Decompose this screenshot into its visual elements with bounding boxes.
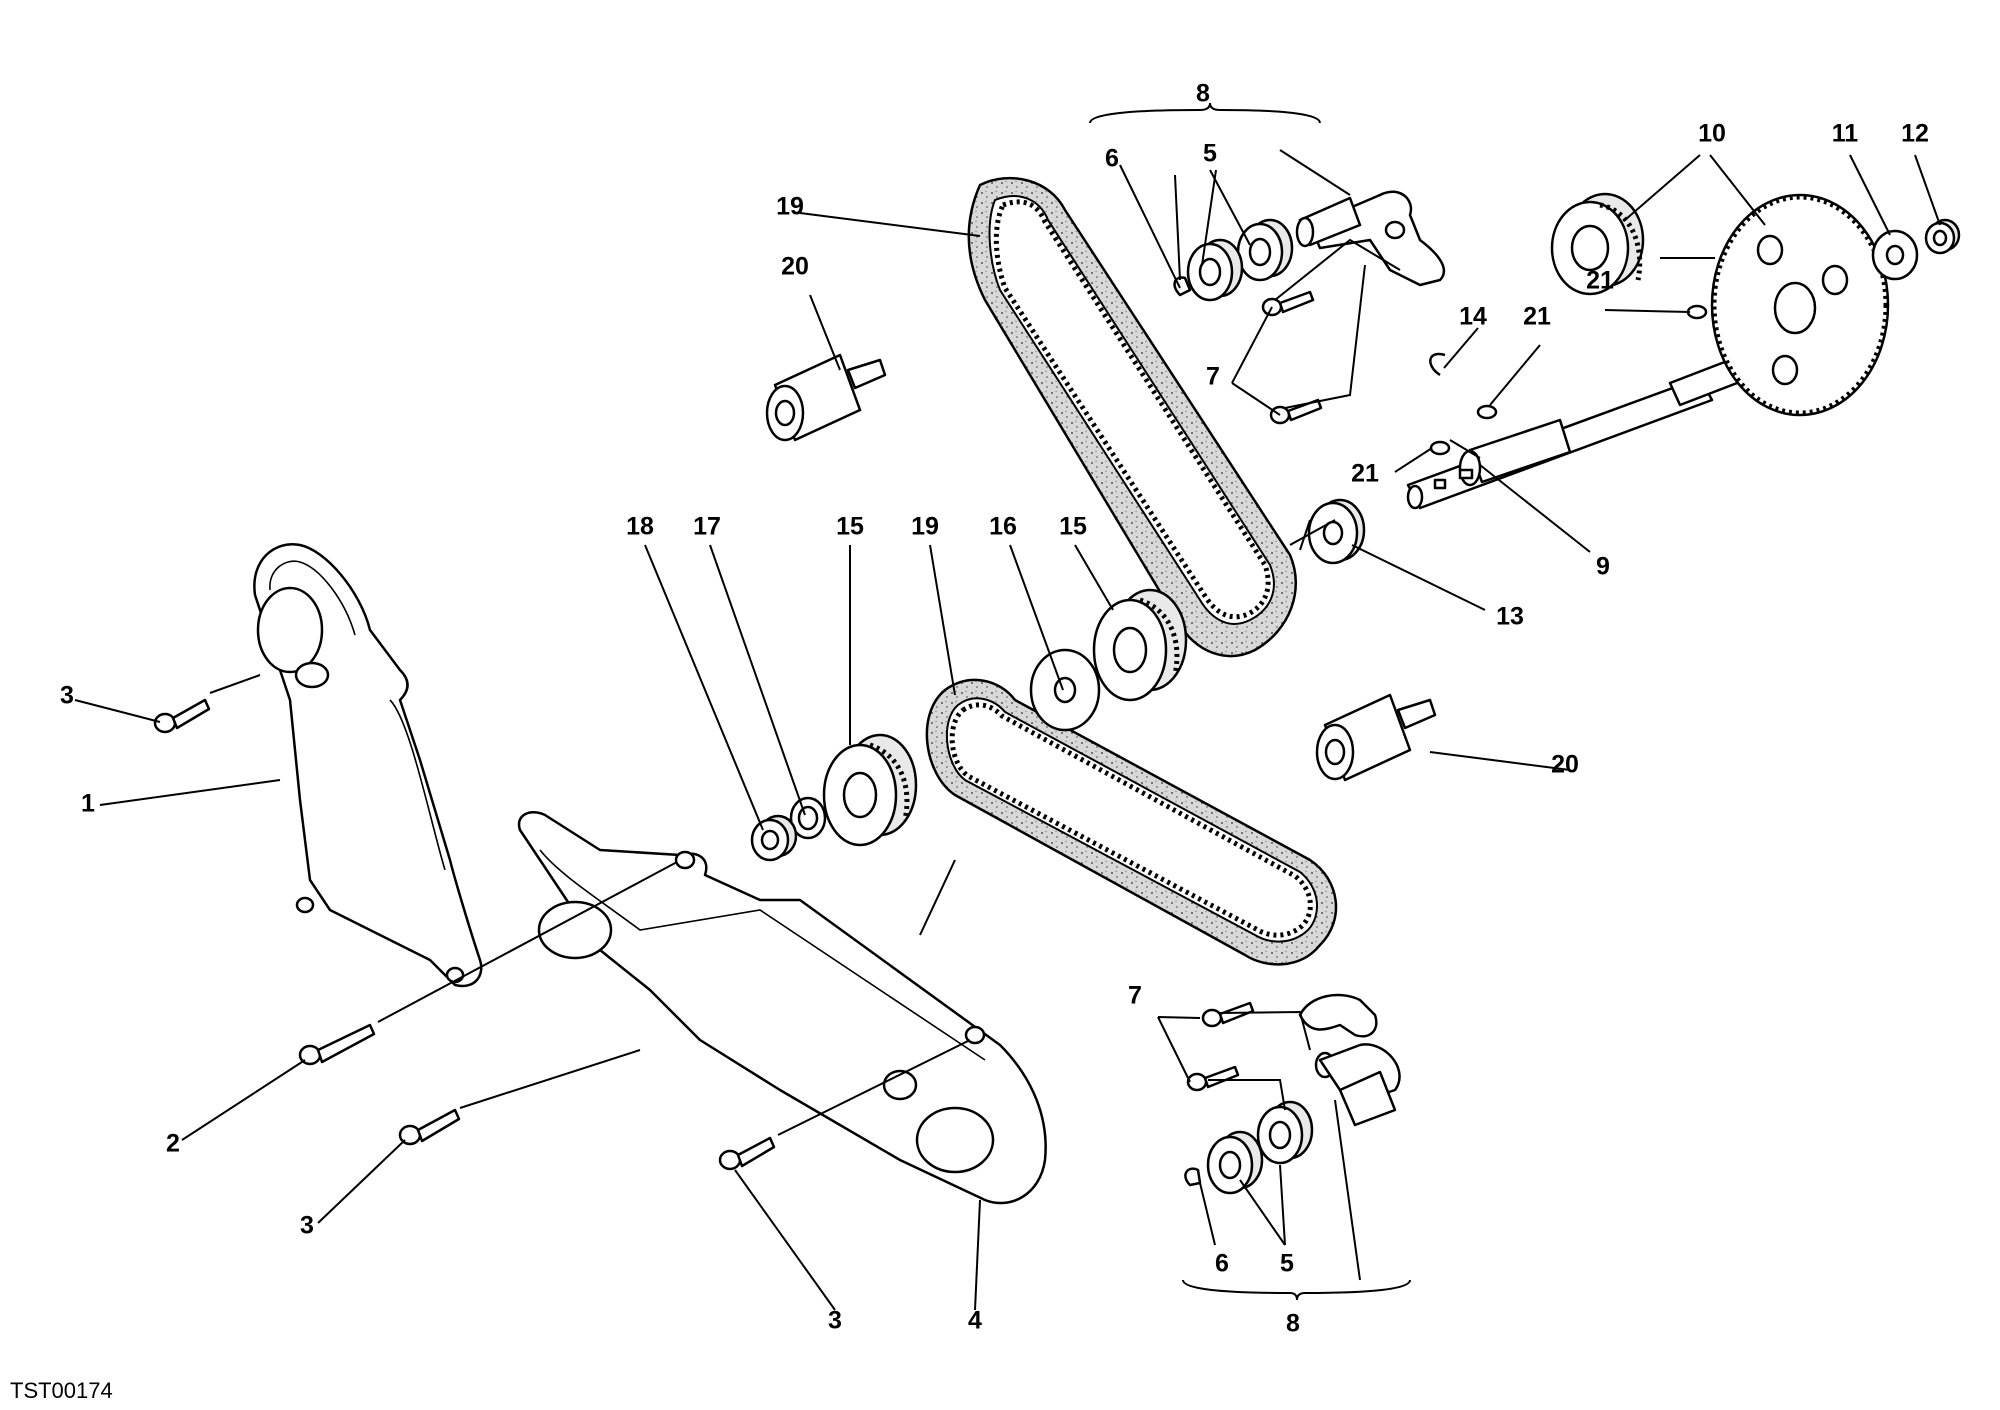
label-3-lower-left: 3: [300, 1212, 314, 1240]
washer-13: [1307, 498, 1366, 565]
bolt-3-bottom: [718, 1136, 776, 1171]
bolt-3-lower-left: [398, 1108, 461, 1146]
label-14: 14: [1459, 303, 1487, 331]
label-6-top: 6: [1105, 145, 1119, 173]
label-15-right: 15: [1059, 513, 1087, 541]
bolt-3-left: [153, 698, 211, 734]
label-2: 2: [166, 1130, 180, 1158]
label-21-right: 21: [1586, 267, 1614, 295]
label-7-bottom: 7: [1128, 982, 1142, 1010]
label-5-bottom: 5: [1280, 1250, 1294, 1278]
label-21-middle: 21: [1523, 303, 1551, 331]
label-3-left: 3: [60, 682, 74, 710]
pulley-15-lower: [822, 733, 918, 847]
spacer-20-upper: [765, 353, 887, 442]
gear-10-small: [1550, 192, 1645, 296]
nut-12: [1924, 218, 1961, 255]
pulley-15-upper: [1092, 588, 1188, 702]
label-19-top: 19: [776, 193, 804, 221]
upper-timing-belt: [967, 176, 1298, 658]
lower-timing-belt: [925, 678, 1338, 966]
drawing-code: TST00174: [10, 1378, 113, 1403]
label-10: 10: [1698, 120, 1726, 148]
label-8-top: 8: [1196, 80, 1210, 108]
label-1: 1: [81, 790, 95, 818]
nut-18: [750, 814, 798, 862]
keys-21: [1429, 304, 1708, 456]
belt-cover-lower: [517, 811, 1047, 1205]
label-7-top: 7: [1206, 363, 1220, 391]
washer-11: [1871, 229, 1919, 281]
belt-cover-upper: [253, 542, 483, 988]
label-20-top: 20: [781, 253, 809, 281]
circlip-14: [1429, 352, 1446, 377]
label-8-bottom: 8: [1286, 1310, 1300, 1338]
label-17: 17: [693, 513, 721, 541]
label-16: 16: [989, 513, 1017, 541]
label-6-bottom: 6: [1215, 1250, 1229, 1278]
gear-10-large: [1710, 193, 1890, 417]
label-11: 11: [1832, 120, 1859, 148]
label-12: 12: [1901, 120, 1929, 148]
spacer-20-lower: [1315, 693, 1437, 782]
tensioner-group-lower: [1184, 993, 1401, 1195]
label-18: 18: [626, 513, 654, 541]
label-20-bottom: 20: [1551, 751, 1579, 779]
washer-16: [1029, 648, 1101, 732]
label-15-left: 15: [836, 513, 864, 541]
camshaft-9: [1406, 356, 1747, 510]
leader-lines: [74, 102, 1941, 1311]
label-3-bottom: 3: [828, 1307, 842, 1335]
label-9: 9: [1596, 553, 1610, 581]
label-13: 13: [1496, 603, 1524, 631]
label-19-middle: 19: [911, 513, 939, 541]
label-21-left: 21: [1351, 460, 1379, 488]
part-labels: 8 6 5 19 20 7 10 11 12 21 14 21 21 9 13 …: [60, 80, 1929, 1338]
tensioner-group-upper: [1173, 190, 1446, 425]
label-5-top: 5: [1203, 140, 1217, 168]
bolt-2: [298, 1023, 376, 1066]
label-4: 4: [968, 1307, 982, 1335]
